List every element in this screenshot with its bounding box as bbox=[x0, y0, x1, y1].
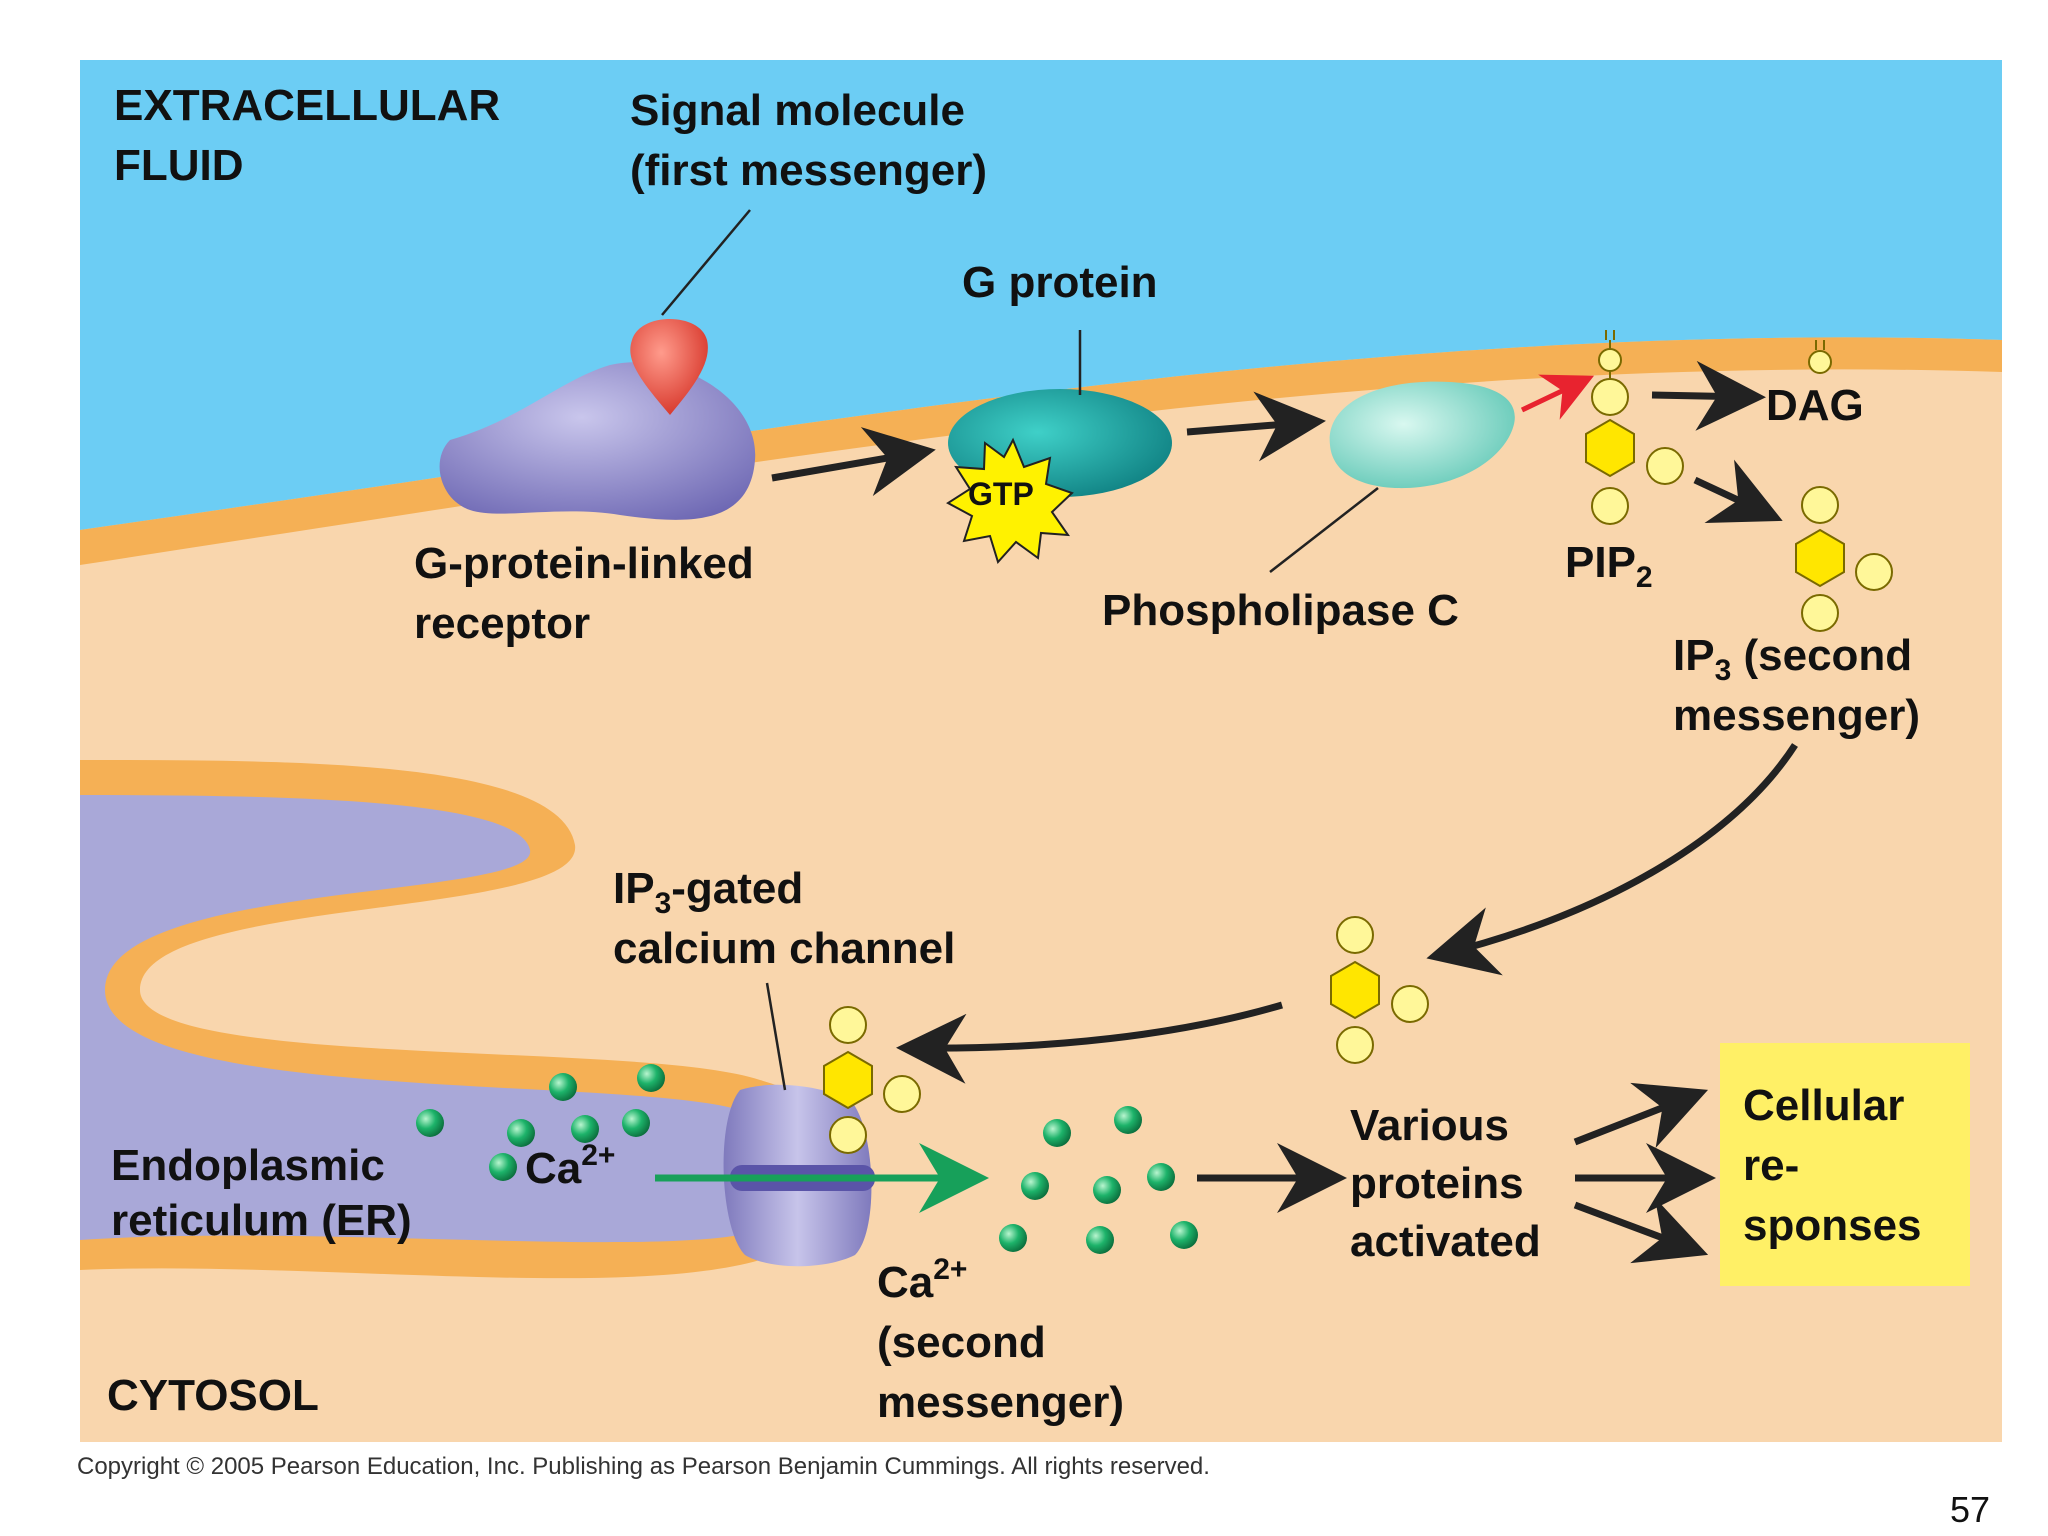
arrow-receptor-to-gprotein bbox=[771, 427, 936, 497]
calcium-er-label: Ca2+ bbox=[525, 1139, 615, 1193]
channel-label-main: IP bbox=[613, 864, 655, 913]
ip3-label-subscript: 3 bbox=[1715, 654, 1732, 687]
channel-label-subscript: 3 bbox=[655, 887, 672, 920]
calcium-er-main: Ca bbox=[525, 1144, 582, 1193]
ip3-label-rest: (second bbox=[1731, 631, 1912, 680]
ip3-bound-molecule bbox=[823, 1006, 921, 1154]
ip3-molecule bbox=[1795, 486, 1893, 632]
calcium-ions-er bbox=[416, 1064, 665, 1181]
proteins-label-line1: Various bbox=[1350, 1101, 1509, 1150]
phospholipase-pointer-line bbox=[1269, 487, 1379, 573]
extracellular-label-line1: EXTRACELLULAR bbox=[114, 81, 500, 130]
arrow-plc-to-pip2 bbox=[1520, 374, 1595, 420]
copyright-text: Copyright © 2005 Pearson Education, Inc.… bbox=[77, 1453, 1210, 1480]
calcium-second-superscript: 2+ bbox=[933, 1253, 967, 1286]
gtp-burst bbox=[946, 437, 1074, 564]
receptor-label-line1: G-protein-linked bbox=[414, 539, 754, 588]
pip2-label-subscript: 2 bbox=[1636, 561, 1653, 594]
channel-label-line1: IP3-gated bbox=[613, 864, 803, 920]
cytosol-label: CYTOSOL bbox=[107, 1371, 319, 1420]
pip2-label-main: PIP bbox=[1565, 538, 1636, 587]
g-protein-label: G protein bbox=[962, 258, 1158, 307]
er-label-line1: Endoplasmic bbox=[111, 1141, 385, 1190]
gtp-label: GTP bbox=[968, 476, 1034, 512]
responses-label-line3: sponses bbox=[1743, 1201, 1922, 1250]
phospholipase-c-label: Phospholipase C bbox=[1102, 586, 1459, 635]
proteins-label-line2: proteins bbox=[1350, 1159, 1524, 1208]
responses-label-line2: re- bbox=[1743, 1141, 1799, 1190]
arrow-pip2-to-ip3 bbox=[1693, 459, 1783, 524]
channel-pointer-line bbox=[765, 982, 787, 1091]
cellular-responses-box bbox=[1720, 1043, 1970, 1286]
arrow-pip2-to-dag bbox=[1651, 360, 1766, 431]
signal-molecule bbox=[630, 319, 708, 415]
page-number: 57 bbox=[1950, 1489, 1990, 1530]
ip3-label-line2: messenger) bbox=[1673, 691, 1920, 740]
signal-molecule-label-line2: (first messenger) bbox=[630, 146, 987, 195]
ip3-label-main: IP bbox=[1673, 631, 1715, 680]
calcium-second-messenger-line3: messenger) bbox=[877, 1378, 1124, 1427]
arrow-ip3-to-channel bbox=[896, 1001, 1283, 1084]
extracellular-label-line2: FLUID bbox=[114, 141, 244, 190]
channel-label-line2: calcium channel bbox=[613, 924, 955, 973]
proteins-label-line3: activated bbox=[1350, 1217, 1541, 1266]
arrow-ip3-to-cytosol bbox=[1426, 743, 1798, 976]
phospholipase-c bbox=[1329, 381, 1515, 489]
calcium-second-main: Ca bbox=[877, 1258, 934, 1307]
receptor-label-line2: receptor bbox=[414, 599, 590, 648]
pip2-label: PIP2 bbox=[1565, 538, 1653, 594]
channel-label-rest: -gated bbox=[671, 864, 803, 913]
signal-pointer-line bbox=[661, 209, 751, 316]
er-label-line2: reticulum (ER) bbox=[111, 1196, 412, 1245]
calcium-second-messenger-line1: Ca2+ bbox=[877, 1253, 967, 1307]
calcium-ions-cytosol bbox=[999, 1106, 1198, 1254]
calcium-second-messenger-line2: (second bbox=[877, 1318, 1046, 1367]
ip3-traveling-molecule bbox=[1330, 916, 1429, 1064]
responses-label-line1: Cellular bbox=[1743, 1081, 1904, 1130]
dag-molecule bbox=[1808, 340, 1832, 374]
signal-molecule-label-line1: Signal molecule bbox=[630, 86, 965, 135]
ip3-label-line1: IP3 (second bbox=[1673, 631, 1912, 687]
arrow-proteins-to-responses-down bbox=[1573, 1197, 1709, 1264]
arrow-proteins-to-responses-up bbox=[1573, 1082, 1709, 1149]
arrow-gprotein-to-plc bbox=[1186, 391, 1326, 462]
calcium-er-superscript: 2+ bbox=[581, 1139, 615, 1172]
dag-label: DAG bbox=[1766, 381, 1864, 430]
